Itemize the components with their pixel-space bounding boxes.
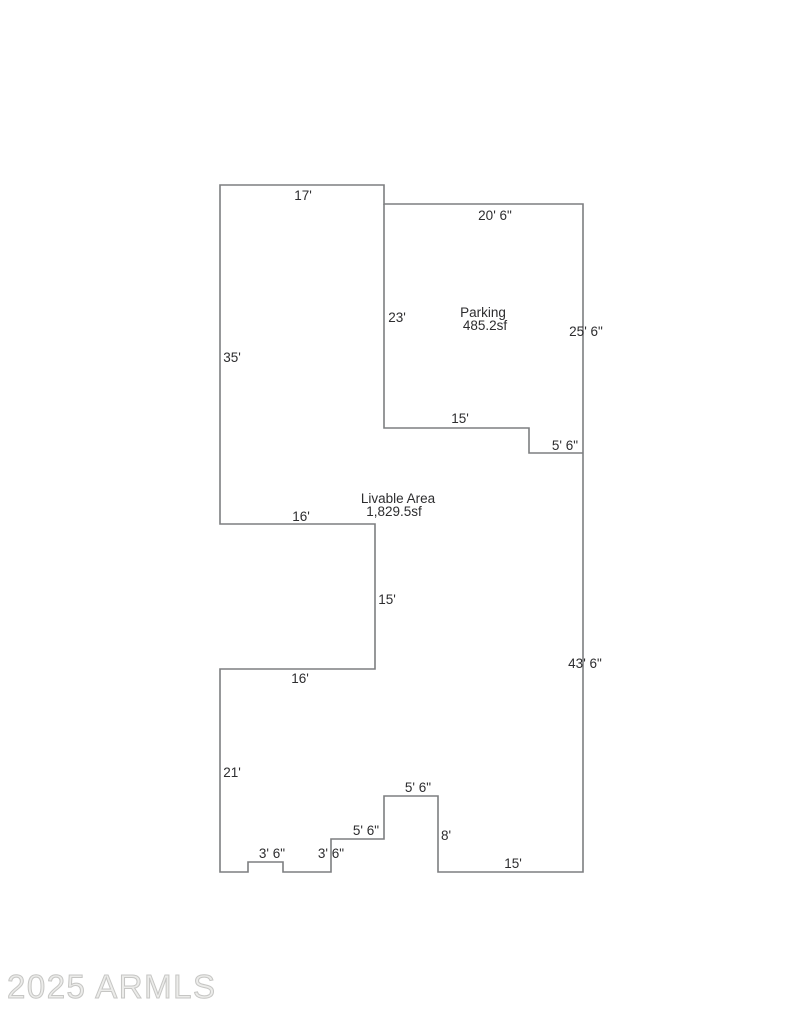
- dimension-label: 16': [292, 509, 310, 524]
- dimension-label: 43' 6": [568, 656, 602, 671]
- dimension-label: 15': [504, 856, 522, 871]
- dimension-label: 15': [378, 592, 396, 607]
- livable-area-size: 1,829.5sf: [366, 504, 422, 519]
- outer-outline: [219, 184, 584, 873]
- dimension-label: 16': [291, 671, 309, 686]
- dimension-label: 21': [223, 765, 241, 780]
- dimension-label: 23': [388, 310, 406, 325]
- dimension-label: 5' 6": [552, 438, 578, 453]
- parking-area-name: Parking: [460, 305, 506, 320]
- dimension-label: 20' 6": [478, 208, 512, 223]
- dimension-label: 5' 6": [353, 823, 379, 838]
- dimension-label: 17': [294, 188, 312, 203]
- dimension-label: 5' 6": [405, 780, 431, 795]
- livable-area-name: Livable Area: [361, 491, 436, 506]
- parking-area-size: 485.2sf: [463, 318, 508, 333]
- parking-wall-outline: [383, 204, 583, 454]
- dimension-label: 15': [451, 411, 469, 426]
- dimension-label: 3' 6": [318, 846, 344, 861]
- dimension-label: 3' 6": [259, 846, 285, 861]
- dimension-label: 8': [441, 828, 451, 843]
- dimension-label: 35': [223, 350, 241, 365]
- armls-watermark: 2025 ARMLS: [6, 968, 217, 1006]
- dimension-label: 25' 6": [569, 324, 603, 339]
